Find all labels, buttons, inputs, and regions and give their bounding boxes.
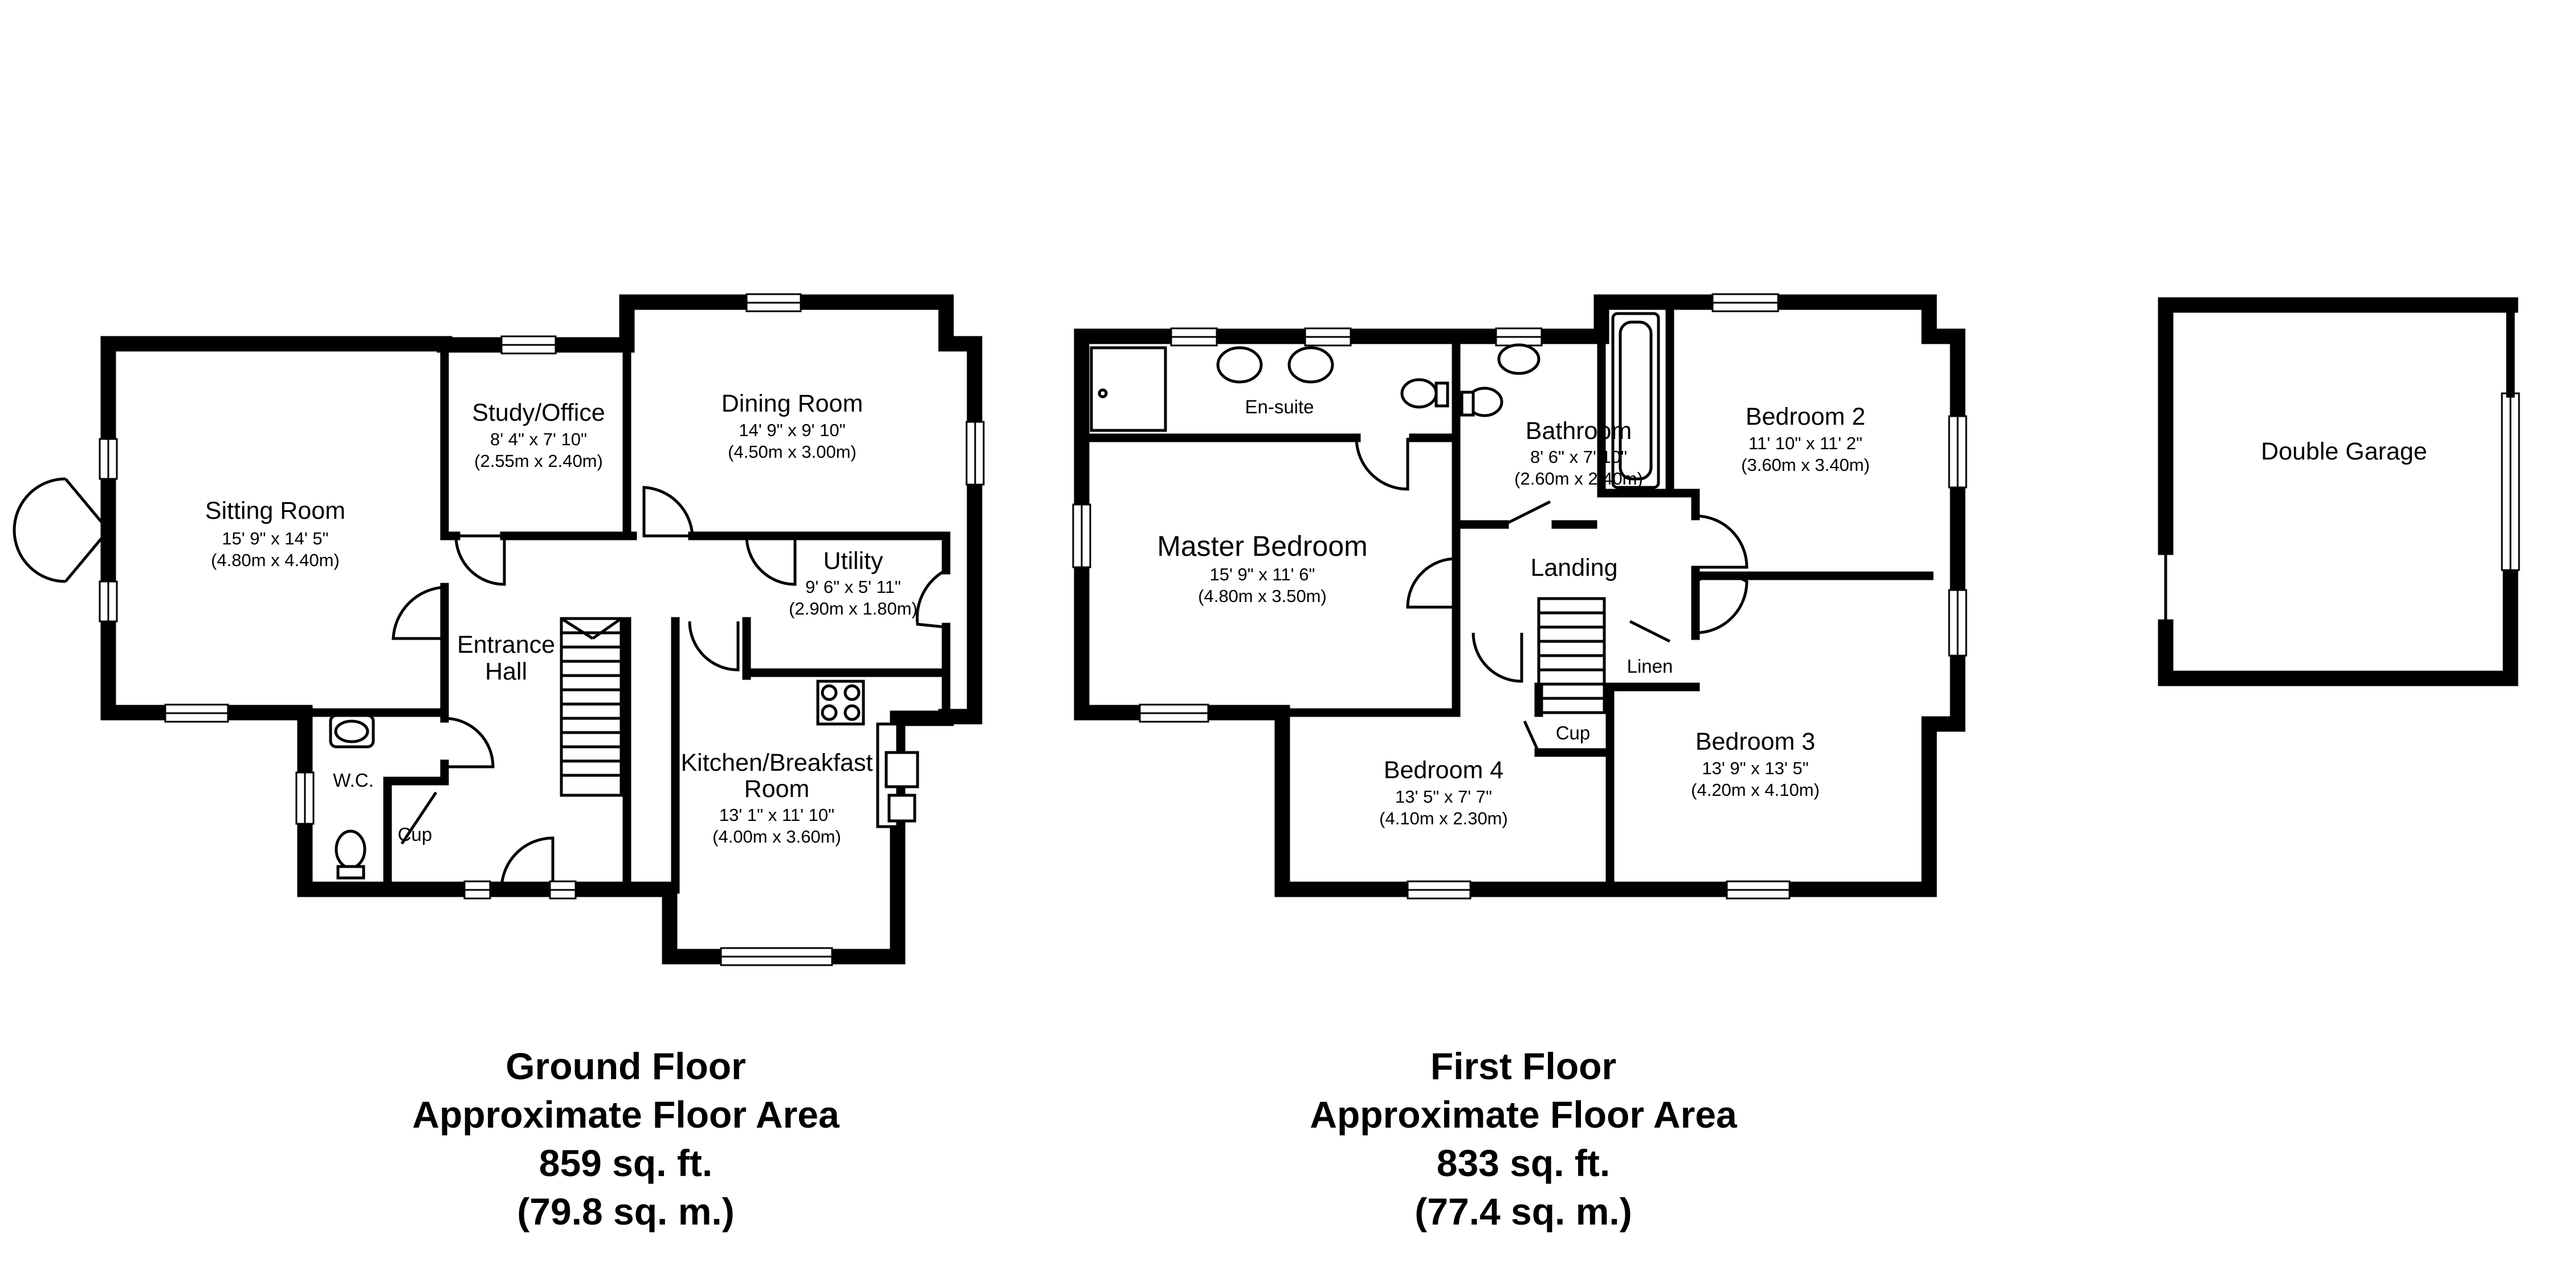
ground-floor-caption-line4: (79.8 sq. m.) — [517, 1190, 734, 1233]
ground-floor-fixtures — [329, 680, 919, 880]
bathroom-imperial: 8' 6" x 7' 10" — [1530, 447, 1627, 467]
utility-imperial: 9' 6" x 5' 11" — [805, 577, 901, 597]
utility-name: Utility — [823, 547, 883, 575]
first-floor-stairs — [1537, 597, 1606, 714]
bedroom2-metric: (3.60m x 3.40m) — [1741, 455, 1870, 475]
first-cupboard-name: Cup — [1556, 722, 1591, 743]
first-floor-fixtures — [1090, 312, 1660, 489]
ground-floor-windows — [99, 293, 985, 966]
garage-name: Double Garage — [2261, 438, 2427, 465]
ensuite-basin-1 — [1216, 346, 1263, 384]
bedroom4-name: Bedroom 4 — [1384, 757, 1503, 784]
ensuite-basin-2 — [1287, 346, 1334, 384]
study-name: Study/Office — [472, 399, 605, 426]
dining-room-metric: (4.50m x 3.00m) — [728, 442, 857, 462]
first-floor-caption-line2: Approximate Floor Area — [1310, 1093, 1738, 1136]
first-floor-labels: En-suite Bathroom 8' 6" x 7' 10" (2.60m … — [1157, 396, 1870, 828]
first-floor-interior-walls — [1077, 298, 1934, 894]
dining-room-name: Dining Room — [722, 390, 863, 417]
garage-door — [2501, 392, 2520, 571]
ground-cupboard-name: Cup — [398, 824, 433, 845]
ground-floor-caption-line1: Ground Floor — [506, 1045, 746, 1087]
master-bedroom-name: Master Bedroom — [1157, 530, 1368, 562]
first-floor-caption-line1: First Floor — [1430, 1045, 1616, 1087]
bedroom4-metric: (4.10m x 2.30m) — [1379, 808, 1508, 828]
bedroom2-imperial: 11' 10" x 11' 2" — [1748, 433, 1862, 453]
wc-toilet — [335, 829, 366, 869]
garage-plan: Double Garage — [2158, 297, 2520, 686]
sink — [885, 751, 919, 788]
master-bedroom-metric: (4.80m x 3.50m) — [1198, 586, 1327, 606]
ground-floor-plan: Sitting Room 15' 9" x 14' 5" (4.80m x 4.… — [13, 293, 985, 1233]
ensuite-name: En-suite — [1245, 396, 1314, 417]
kitchen-name-1: Kitchen/Breakfast — [680, 749, 873, 776]
ground-floor-caption-line3: 859 sq. ft. — [539, 1142, 712, 1184]
first-floor-caption: First Floor Approximate Floor Area 833 s… — [1310, 1045, 1738, 1233]
master-bedroom-imperial: 15' 9" x 11' 6" — [1210, 564, 1315, 584]
study-imperial: 8' 4" x 7' 10" — [490, 429, 587, 449]
sitting-room-metric: (4.80m x 4.40m) — [211, 550, 340, 570]
bedroom4-imperial: 13' 5" x 7' 7" — [1395, 787, 1492, 807]
kitchen-metric: (4.00m x 3.60m) — [712, 827, 841, 847]
ground-floor-labels: Sitting Room 15' 9" x 14' 5" (4.80m x 4.… — [205, 390, 918, 847]
study-metric: (2.55m x 2.40m) — [474, 451, 603, 471]
bedroom3-metric: (4.20m x 4.10m) — [1691, 780, 1820, 800]
entrance-hall-name-2: Hall — [485, 658, 527, 685]
utility-metric: (2.90m x 1.80m) — [789, 599, 918, 619]
ground-floor-stairs — [560, 617, 623, 797]
first-floor-caption-line3: 833 sq. ft. — [1437, 1142, 1610, 1184]
first-floor-plan: En-suite Bathroom 8' 6" x 7' 10" (2.60m … — [1072, 293, 1967, 1233]
sitting-room-imperial: 15' 9" x 14' 5" — [222, 528, 328, 548]
bedroom3-name: Bedroom 3 — [1695, 728, 1815, 755]
bedroom2-name: Bedroom 2 — [1746, 403, 1865, 430]
sitting-room-name: Sitting Room — [205, 497, 345, 524]
kitchen-imperial: 13' 1" x 11' 10" — [719, 805, 834, 825]
bathroom-metric: (2.60m x 2.40m) — [1514, 469, 1643, 489]
bathroom-basin — [1497, 343, 1540, 375]
ensuite-toilet — [1400, 378, 1438, 409]
ground-floor-caption-line2: Approximate Floor Area — [412, 1093, 840, 1136]
dining-room-imperial: 14' 9" x 9' 10" — [739, 420, 845, 440]
garage-wall — [2158, 297, 2518, 686]
ground-floor-caption: Ground Floor Approximate Floor Area 859 … — [412, 1045, 840, 1233]
entrance-hall-name-1: Entrance — [457, 631, 555, 658]
bedroom3-imperial: 13' 9" x 13' 5" — [1702, 758, 1808, 778]
landing-name: Landing — [1530, 554, 1617, 581]
kitchen-name-2: Room — [744, 775, 810, 803]
bathroom-name: Bathroom — [1526, 417, 1632, 445]
ground-floor-doors — [13, 477, 947, 890]
first-floor-caption-line4: (77.4 sq. m.) — [1415, 1190, 1632, 1233]
linen-name: Linen — [1627, 656, 1673, 677]
wc-name: W.C. — [333, 770, 374, 791]
first-floor-doors — [1355, 437, 1748, 754]
